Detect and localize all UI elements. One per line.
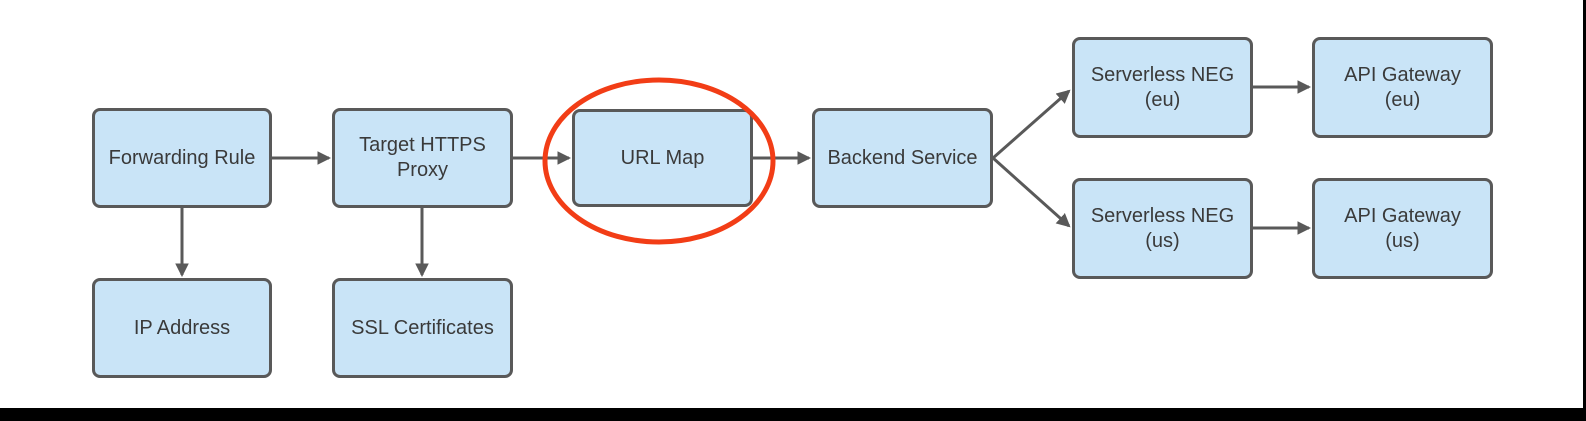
node-label-line: Serverless NEG: [1090, 204, 1235, 227]
node-label: URL Map: [575, 146, 750, 171]
node-label-line: SSL Certificates: [351, 316, 494, 339]
node-api-gateway-us: API Gateway(us): [1312, 178, 1493, 279]
node-label-line: URL Map: [620, 146, 705, 169]
node-label: API Gateway(eu): [1315, 63, 1490, 113]
node-label: SSL Certificates: [335, 316, 510, 341]
node-serverless-neg-eu: Serverless NEG(eu): [1072, 37, 1253, 138]
node-label: Target HTTPS Proxy: [335, 133, 510, 183]
node-label-line: Backend Service: [827, 146, 978, 169]
node-api-gateway-eu: API Gateway(eu): [1312, 37, 1493, 138]
node-label-line: (us): [1145, 229, 1180, 252]
window-frame-right: [1583, 0, 1586, 421]
window-frame-bottom: [0, 408, 1586, 421]
node-label: Forwarding Rule: [95, 146, 269, 171]
node-label: Serverless NEG(eu): [1075, 63, 1250, 113]
node-serverless-neg-us: Serverless NEG(us): [1072, 178, 1253, 279]
node-forwarding-rule: Forwarding Rule: [92, 108, 272, 208]
node-label-line: (us): [1385, 229, 1420, 252]
node-label-line: (eu): [1384, 88, 1421, 111]
node-target-https-proxy: Target HTTPS Proxy: [332, 108, 513, 208]
node-label-line: Serverless NEG: [1090, 63, 1235, 86]
node-label: Backend Service: [815, 146, 990, 171]
node-label: IP Address: [95, 316, 269, 341]
node-ssl-certificates: SSL Certificates: [332, 278, 513, 378]
node-label: API Gateway(us): [1315, 204, 1490, 254]
node-url-map: URL Map: [572, 109, 753, 207]
node-backend-service: Backend Service: [812, 108, 993, 208]
node-label: Serverless NEG(us): [1075, 204, 1250, 254]
node-label-line: Target HTTPS: [359, 134, 486, 156]
node-label-line: API Gateway: [1344, 204, 1461, 227]
node-label-line: API Gateway: [1344, 63, 1461, 86]
node-label-line: Forwarding Rule: [108, 146, 256, 169]
node-label-line: (eu): [1144, 88, 1181, 111]
node-label-line: IP Address: [133, 316, 231, 339]
node-label-line: Proxy: [396, 159, 449, 181]
node-ip-address: IP Address: [92, 278, 272, 378]
